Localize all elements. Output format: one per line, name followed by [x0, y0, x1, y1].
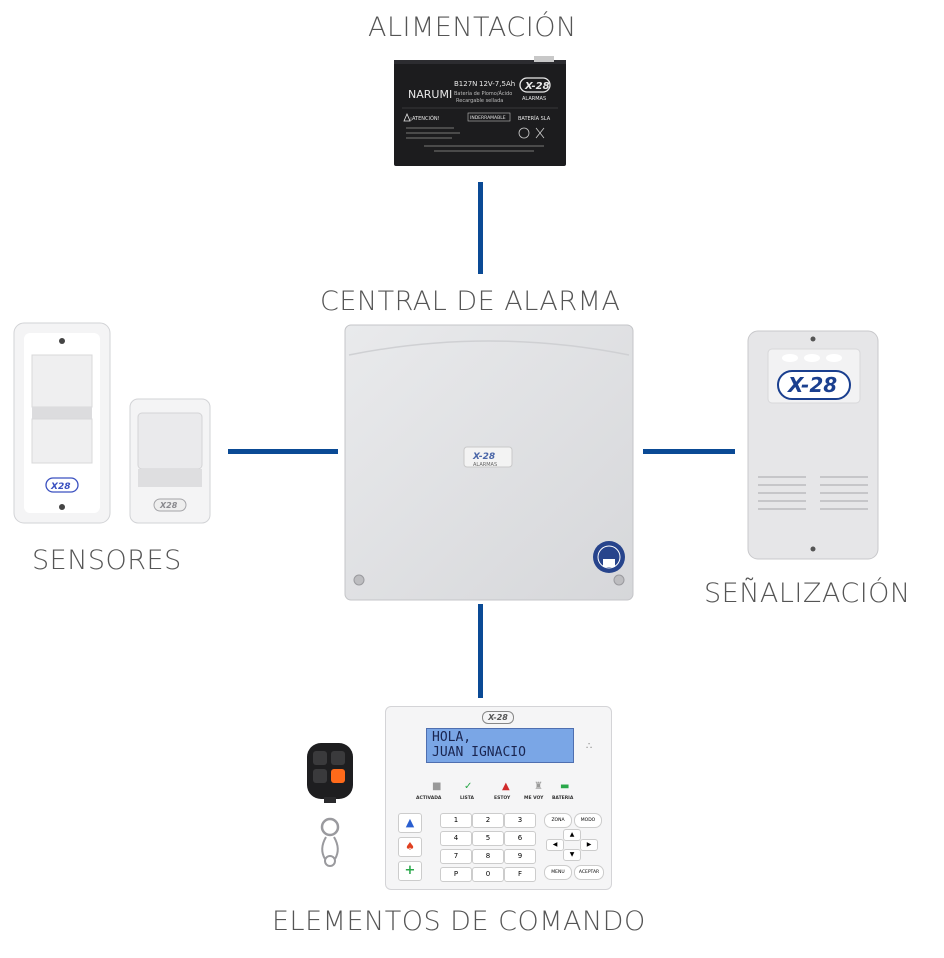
status-activada: ACTIVADA: [416, 796, 442, 801]
battery-type: BATERÍA SLA: [518, 115, 551, 122]
key-f[interactable]: F: [504, 867, 536, 882]
battery-nonflammable: INDERRAMABLE: [470, 115, 506, 121]
status-lista: LISTA: [460, 796, 474, 801]
key-5[interactable]: 5: [472, 831, 504, 846]
siren-image: X-28: [747, 330, 879, 560]
screw-icon: [613, 574, 625, 586]
connector-signaling: [643, 449, 735, 454]
battery-warning: ¡ATENCIÓN!: [410, 115, 440, 122]
walk-icon: ♜: [534, 781, 543, 792]
screw-icon: [353, 574, 365, 586]
recycle-icon: [518, 127, 530, 139]
label-signaling: SEÑALIZACIÓN: [704, 578, 911, 609]
battery-logo: X-28: [524, 81, 550, 92]
modo-button[interactable]: MODO: [574, 813, 602, 828]
svg-text:X28: X28: [159, 501, 178, 510]
battery-desc1: Batería de Plomo/Ácido: [454, 90, 512, 97]
keypad-display: HOLA, JUAN IGNACIO: [426, 728, 574, 763]
status-me-voy: ME VOY: [524, 796, 544, 801]
keypad-image: X-28 HOLA, JUAN IGNACIO ∴ ■ ✓ ▲ ♜ ▬ ACTI…: [385, 706, 612, 890]
battery-spec: 12V-7,5Ah: [479, 80, 515, 88]
aceptar-button[interactable]: ACEPTAR: [574, 865, 604, 880]
central-logo: X-28: [472, 452, 495, 462]
siren-logo: X-28: [786, 373, 837, 397]
warning-icon: [403, 112, 411, 122]
connector-power: [478, 182, 483, 274]
key-7[interactable]: 7: [440, 849, 472, 864]
svg-text:X28: X28: [50, 482, 70, 492]
central-logo-sub: ALARMAS: [473, 462, 497, 468]
battery-model: B127N: [454, 80, 477, 88]
status-estoy: ESTOY: [494, 796, 511, 801]
medical-key[interactable]: +: [398, 861, 422, 881]
speaker-icon: ∴: [586, 741, 593, 752]
status-bateria: BATERIA: [552, 796, 574, 801]
key-3[interactable]: 3: [504, 813, 536, 828]
menu-button[interactable]: MENU: [544, 865, 572, 880]
key-6[interactable]: 6: [504, 831, 536, 846]
keypad-logo: X-28: [482, 711, 514, 724]
check-icon: ✓: [464, 781, 473, 792]
key-9[interactable]: 9: [504, 849, 536, 864]
display-line-1: HOLA,: [432, 730, 472, 745]
label-sensors: SENSORES: [32, 545, 182, 576]
police-key[interactable]: ▲: [398, 813, 422, 833]
arrow-left-button[interactable]: ◀: [546, 839, 564, 851]
display-line-2: JUAN IGNACIO: [432, 745, 526, 760]
label-command: ELEMENTOS DE COMANDO: [272, 906, 646, 937]
connector-command: [478, 604, 483, 698]
label-central: CENTRAL DE ALARMA: [320, 286, 621, 317]
remote-control-image: [307, 743, 353, 867]
key-8[interactable]: 8: [472, 849, 504, 864]
connector-sensors: [228, 449, 338, 454]
home-icon: ▲: [502, 781, 510, 792]
arrow-right-button[interactable]: ▶: [580, 839, 598, 851]
battery-image: NARUMI B127N 12V-7,5Ah Batería de Plomo/…: [394, 56, 566, 166]
arrow-down-button[interactable]: ▼: [563, 849, 581, 861]
bin-icon: [535, 127, 545, 139]
key-2[interactable]: 2: [472, 813, 504, 828]
battery-logo-sub: ALARMAS: [522, 96, 546, 102]
sensor-small-image: X28: [129, 398, 211, 524]
fire-key[interactable]: ♠: [398, 837, 422, 857]
battery-icon: ▬: [560, 781, 570, 792]
lock-icon: ■: [432, 781, 442, 792]
sensor-large-image: X28: [13, 322, 111, 524]
key-p[interactable]: P: [440, 867, 472, 882]
key-0[interactable]: 0: [472, 867, 504, 882]
central-panel-image: X-28 ALARMAS: [344, 324, 634, 601]
key-1[interactable]: 1: [440, 813, 472, 828]
arrow-up-button[interactable]: ▲: [563, 829, 581, 841]
label-power: ALIMENTACIÓN: [368, 12, 577, 43]
zona-button[interactable]: ZONA: [544, 813, 572, 828]
battery-desc2: Recargable sellada: [456, 98, 503, 104]
key-4[interactable]: 4: [440, 831, 472, 846]
battery-brand: NARUMI: [408, 88, 452, 101]
